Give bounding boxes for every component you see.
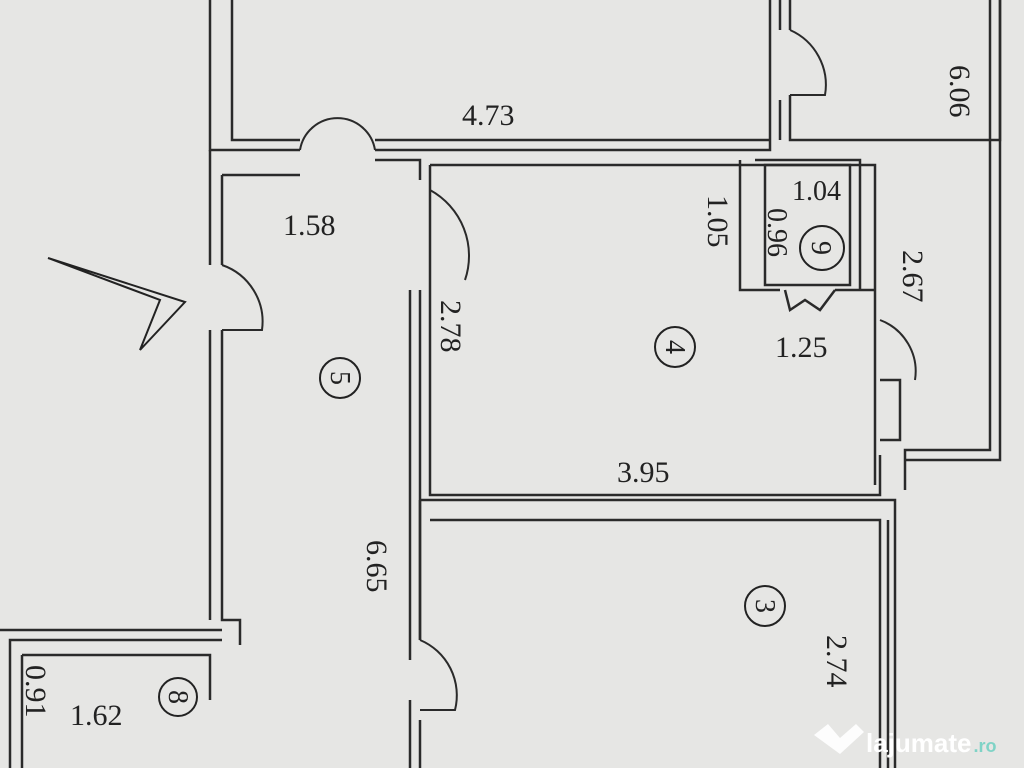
- lajumate-watermark: lajumate.ro: [814, 724, 997, 758]
- room-5-marker: 5: [319, 357, 361, 399]
- room-9-label: 9: [805, 241, 836, 255]
- dim-3-95: 3.95: [617, 456, 670, 489]
- room-8-marker: 8: [158, 677, 198, 717]
- room-8-label: 8: [162, 690, 193, 704]
- dim-2-67: 2.67: [896, 250, 929, 303]
- dim-1-58: 1.58: [283, 209, 336, 242]
- dim-1-25: 1.25: [775, 331, 828, 364]
- doors: [221, 29, 917, 711]
- dim-0-96: 0.96: [761, 208, 792, 257]
- room-4-label: 4: [659, 340, 690, 354]
- room-numbers: 9 5 4 3 8: [158, 225, 845, 717]
- room-9-marker: 9: [799, 225, 845, 271]
- watermark-text: lajumate.ro: [866, 728, 997, 758]
- dim-1-05: 1.05: [701, 195, 734, 248]
- dim-6-65: 6.65: [360, 540, 393, 593]
- room-4-marker: 4: [654, 326, 696, 368]
- dim-2-78: 2.78: [434, 300, 467, 353]
- dim-1-04: 1.04: [792, 176, 841, 207]
- dim-2-74: 2.74: [820, 635, 853, 688]
- walls: [0, 0, 1002, 768]
- watermark-tld: .ro: [974, 736, 997, 756]
- dim-0-91: 0.91: [19, 665, 52, 718]
- dim-4-73: 4.73: [462, 99, 515, 132]
- room-3-label: 3: [749, 599, 780, 613]
- room-3-marker: 3: [744, 585, 786, 627]
- door-room9: [879, 319, 917, 381]
- dim-6-06: 6.06: [943, 65, 976, 118]
- room-5-label: 5: [324, 371, 355, 385]
- door-top-right: [789, 29, 827, 96]
- vent-symbol: [783, 289, 836, 313]
- dim-1-62: 1.62: [70, 699, 123, 732]
- door-entrance: [221, 264, 264, 331]
- door-room3: [419, 639, 458, 711]
- door-room4: [429, 189, 470, 281]
- door-hall-top: [299, 117, 376, 151]
- north-arrow-icon: [47, 257, 187, 351]
- lajumate-logo-icon: [814, 724, 864, 754]
- watermark-brand: lajumate: [866, 728, 972, 758]
- dimensions: 4.73 1.58 1.04 1.25 3.95 1.62 6.06 1.05 …: [19, 65, 976, 732]
